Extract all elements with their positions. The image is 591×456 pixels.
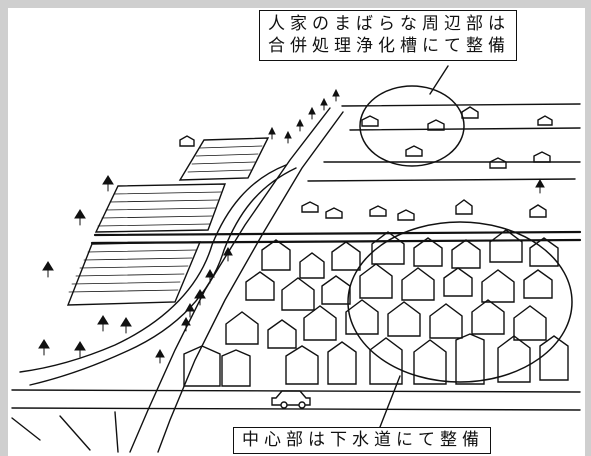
- car-icon: [271, 390, 311, 409]
- frame-right-border: [585, 0, 591, 456]
- frame-left-border: [0, 0, 8, 456]
- center-area-circle: [347, 221, 573, 383]
- sparse-area-label-line1: 人家のまばらな周辺部は: [268, 14, 510, 34]
- center-area-label: 中心部は下水道にて整備: [242, 430, 484, 450]
- center-area-callout: 中心部は下水道にて整備: [233, 427, 491, 454]
- sparse-area-callout: 人家のまばらな周辺部は 合併処理浄化槽にて整備: [259, 10, 517, 61]
- field-icon: [66, 137, 270, 306]
- callout-leaders: [379, 65, 449, 428]
- foot-paths: [11, 411, 119, 453]
- main-diagonal-road: [129, 107, 344, 453]
- frame-top-border: [0, 0, 591, 8]
- sparse-area-label-line2: 合併処理浄化槽にて整備: [268, 36, 510, 56]
- sparse-area-circle: [359, 85, 465, 167]
- house-icon: [183, 229, 569, 387]
- tree-icon: [38, 88, 545, 364]
